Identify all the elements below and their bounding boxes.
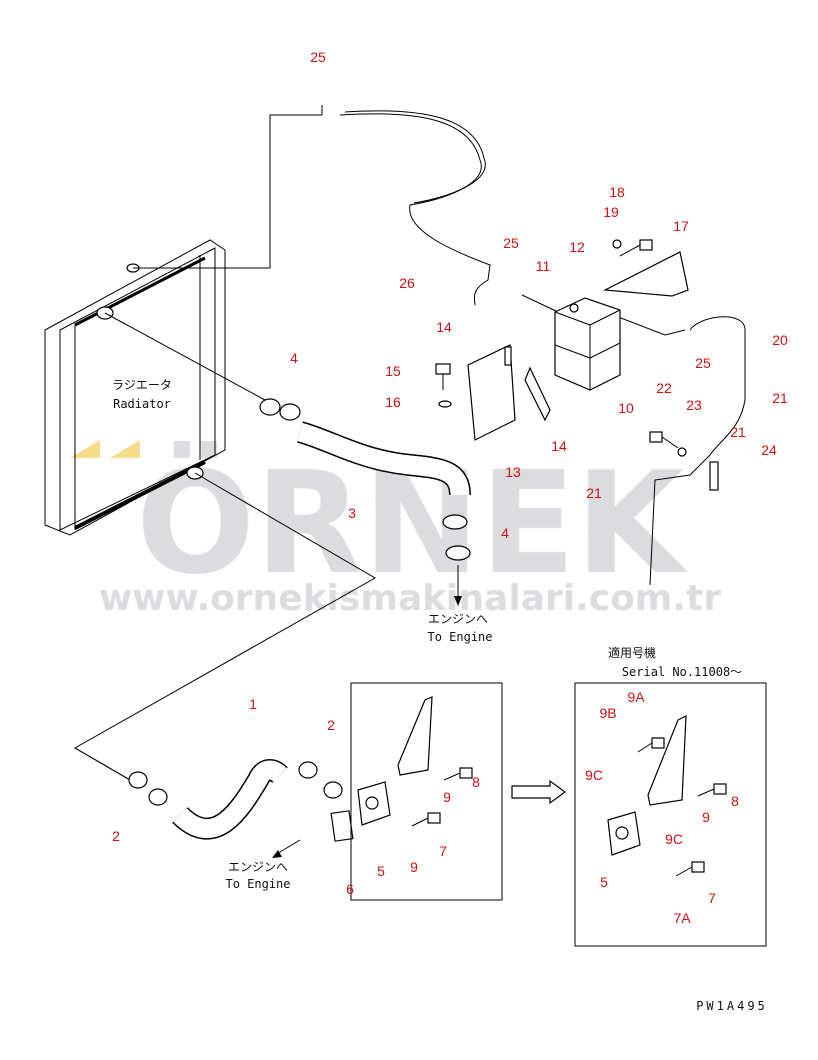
- callout: 13: [505, 464, 521, 480]
- callout: 21: [586, 485, 602, 501]
- callout: 9: [702, 809, 710, 825]
- to-engine-lower-jp: エンジンへ: [228, 860, 288, 874]
- to-engine-upper-jp: エンジンへ: [428, 612, 488, 626]
- callout: 17: [673, 218, 689, 234]
- callout: 14: [436, 319, 452, 335]
- callout: 7A: [673, 910, 691, 926]
- callout: 18: [609, 184, 625, 200]
- callout: 26: [399, 275, 415, 291]
- callout: 19: [603, 204, 619, 220]
- leader-lines: [73, 105, 686, 781]
- harness-26: [339, 110, 491, 306]
- callout: 9C: [665, 831, 683, 847]
- callout: 8: [472, 774, 480, 790]
- radiator-label-jp: ラジエータ: [112, 378, 172, 392]
- callout: 12: [569, 239, 585, 255]
- callout: 24: [761, 442, 777, 458]
- callout: 23: [686, 397, 702, 413]
- radiator-label-en: Radiator: [113, 397, 171, 411]
- detail-box: [350, 682, 503, 901]
- callout: 2: [112, 828, 120, 844]
- bracket: [467, 344, 516, 441]
- callout: 1: [249, 696, 257, 712]
- callout: 5: [600, 874, 608, 890]
- washer: [438, 400, 452, 408]
- callout: 8: [731, 793, 739, 809]
- serial-label-en: Serial No.11008～: [622, 665, 742, 679]
- callout: 4: [501, 525, 509, 541]
- arrow-right-icon: [511, 779, 567, 805]
- to-engine-upper-en: To Engine: [427, 630, 492, 644]
- lower-hose: [172, 759, 288, 840]
- harness-20: [649, 316, 746, 586]
- callout: 25: [695, 355, 711, 371]
- washer: [612, 239, 622, 249]
- callout: 9B: [599, 705, 616, 721]
- callout: 4: [290, 350, 298, 366]
- callout: 22: [656, 380, 672, 396]
- clip: [709, 461, 719, 491]
- callout: 3: [348, 505, 356, 521]
- gasket: [330, 810, 354, 842]
- bolt: [619, 239, 653, 257]
- callout: 15: [385, 363, 401, 379]
- callout: 20: [772, 332, 788, 348]
- callout: 11: [536, 258, 551, 274]
- callout: 25: [503, 235, 519, 251]
- callout: 9A: [627, 689, 645, 705]
- callout: 2: [327, 717, 335, 733]
- callout: 10: [618, 400, 634, 416]
- bolt: [637, 737, 665, 753]
- arrow-down-icon: [454, 596, 462, 606]
- callout: 9: [443, 789, 451, 805]
- bolt: [443, 767, 473, 781]
- bolt: [411, 812, 441, 827]
- callout: 25: [310, 49, 326, 65]
- detail-box-serial: [574, 682, 767, 947]
- callout: 7: [439, 843, 447, 859]
- callout: 5: [377, 863, 385, 879]
- pad: [524, 366, 551, 422]
- callouts: 25 26 25 11 12 19 18 17 14 15 16 13 14 1…: [112, 49, 788, 926]
- callout: 16: [385, 394, 401, 410]
- radiator: [44, 239, 226, 536]
- callout: 9: [410, 859, 418, 875]
- callout: 7: [708, 890, 716, 906]
- bolt: [649, 431, 679, 449]
- reservoir-tank: [554, 297, 621, 391]
- to-engine-lower-en: To Engine: [225, 877, 290, 891]
- callout: 21: [772, 390, 788, 406]
- pad: [504, 346, 512, 366]
- bolt: [675, 861, 705, 877]
- bolt: [435, 363, 451, 390]
- callout: 21: [730, 424, 746, 440]
- upper-hose: [296, 421, 471, 496]
- callout: 6: [346, 881, 354, 897]
- arrow-icon: [272, 850, 282, 858]
- washer: [677, 447, 687, 457]
- bolt: [697, 783, 727, 797]
- serial-label-jp: 適用号機: [608, 645, 656, 660]
- callout: 14: [551, 438, 567, 454]
- callout: 9C: [585, 767, 603, 783]
- drawing-code: PW1A495: [696, 999, 768, 1013]
- bracket: [602, 251, 689, 297]
